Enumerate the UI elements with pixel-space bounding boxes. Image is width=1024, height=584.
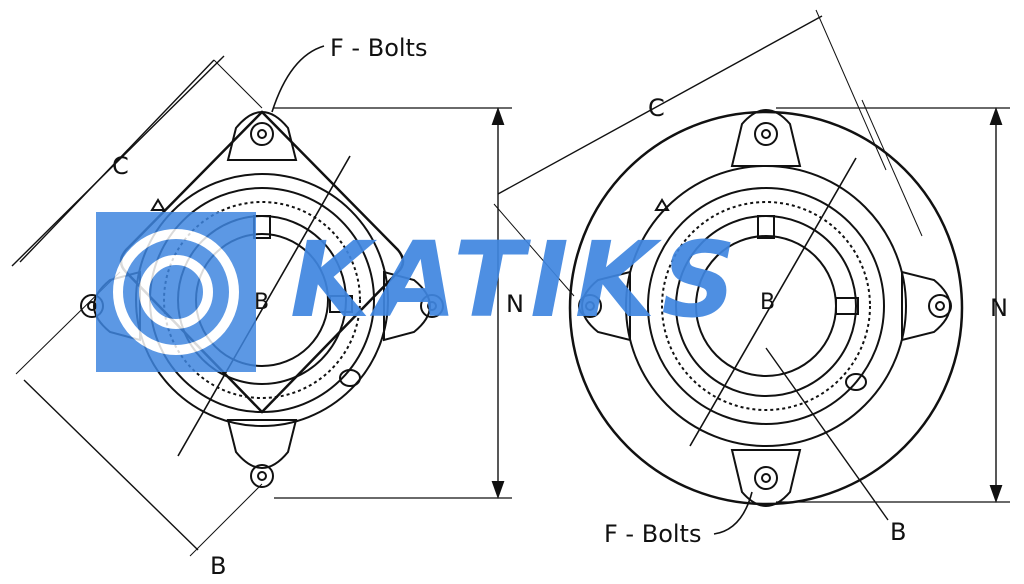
left-f-bolts-label: F - Bolts bbox=[330, 34, 428, 62]
left-b-bottom-label: B bbox=[210, 552, 227, 580]
right-b-bottom-label: B bbox=[890, 518, 907, 546]
watermark-text: KATIKS bbox=[290, 219, 743, 341]
right-c-label: C bbox=[648, 94, 665, 122]
left-c-label: C bbox=[112, 152, 129, 180]
left-b-center-label: B bbox=[254, 290, 270, 315]
right-round-flange bbox=[493, 9, 1010, 535]
right-n-label: N bbox=[990, 294, 1008, 322]
left-square-flange bbox=[11, 45, 512, 557]
watermark-logo bbox=[96, 212, 256, 372]
right-f-bolts-label: F - Bolts bbox=[604, 520, 702, 548]
left-n-label: N bbox=[506, 290, 524, 318]
right-b-center-label: B bbox=[760, 290, 776, 315]
